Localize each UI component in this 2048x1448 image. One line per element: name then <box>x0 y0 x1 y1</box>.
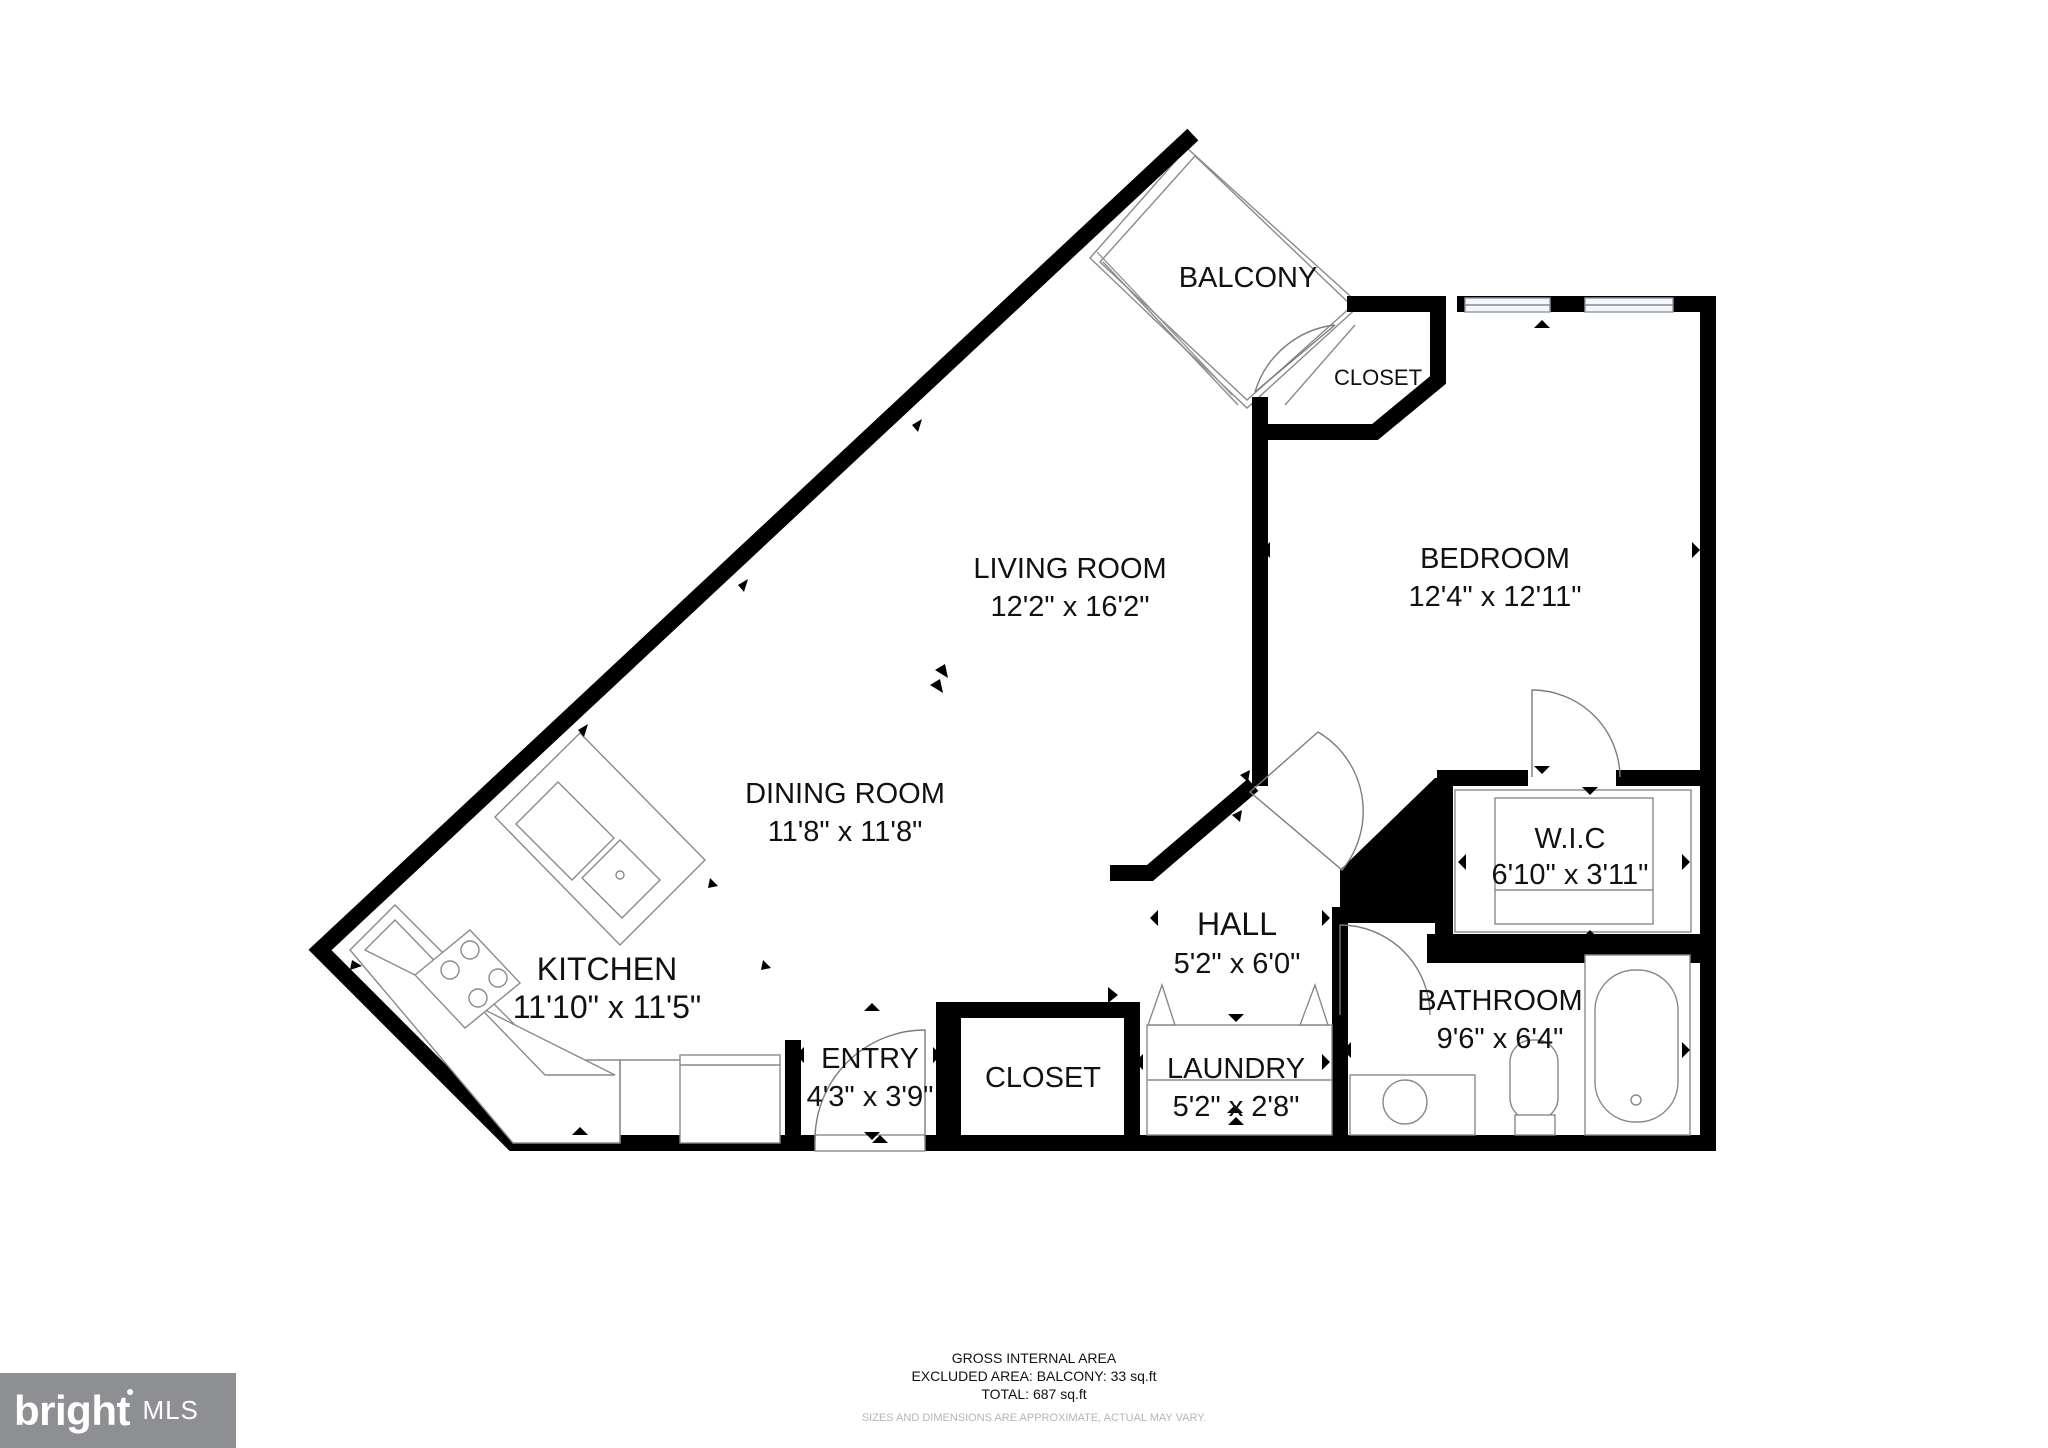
wic-walls <box>1437 689 1708 950</box>
entry-dims: 4'3" x 3'9" <box>807 1081 934 1113</box>
kitchen-counter-edge <box>363 919 616 1076</box>
kitchen-stove <box>413 929 522 1029</box>
kitchen-dims: 11'10" x 11'5" <box>513 989 702 1025</box>
bathroom-label: BATHROOM <box>1417 985 1582 1017</box>
laundry-door-right <box>1298 982 1329 1026</box>
bedroom-partition-walls <box>1110 424 1268 881</box>
laundry-closet-walls <box>936 982 1333 1151</box>
bedroom-dims: 12'4" x 12'11" <box>1408 581 1581 613</box>
bedroom-label: BEDROOM <box>1420 543 1570 575</box>
top-closet-label: CLOSET <box>1334 365 1422 390</box>
kitchen-fixtures <box>349 732 781 1144</box>
entry-closet-label: CLOSET <box>985 1062 1101 1094</box>
toilet-tank <box>1514 1114 1556 1136</box>
wic-door-swing <box>1531 689 1621 778</box>
balcony-door-swing <box>1254 324 1336 393</box>
living-room-label: LIVING ROOM <box>973 553 1166 585</box>
laundry-label: LAUNDRY <box>1167 1053 1305 1085</box>
living-room-dims: 12'2" x 16'2" <box>990 591 1149 623</box>
kitchen-refrigerator <box>679 1054 781 1144</box>
laundry-door-left <box>1147 982 1176 1026</box>
entry-door-swing <box>814 1029 926 1141</box>
logo-swoosh-icon: ● <box>125 1382 135 1399</box>
wic-dims: 6'10" x 3'11" <box>1492 859 1649 891</box>
bathroom-door-swing <box>1339 924 1431 1016</box>
dimension-markers <box>350 320 1700 1145</box>
bright-mls-logo: bright ● MLS <box>0 1373 236 1448</box>
balcony-label: BALCONY <box>1179 262 1318 294</box>
room-labels: BALCONY CLOSET LIVING ROOM 12'2" x 16'2"… <box>513 262 1649 1123</box>
logo-suffix-text: MLS <box>142 1395 199 1425</box>
bedroom-windows <box>1464 297 1674 313</box>
laundry-dims: 5'2" x 2'8" <box>1173 1091 1300 1123</box>
dimensions-disclaimer: SIZES AND DIMENSIONS ARE APPROXIMATE, AC… <box>862 1412 1206 1424</box>
kitchen-island-sink-left <box>515 781 615 881</box>
gross-area-heading: GROSS INTERNAL AREA <box>952 1350 1117 1366</box>
entry-label: ENTRY <box>821 1043 919 1075</box>
bathroom-dims: 9'6" x 6'4" <box>1437 1023 1564 1055</box>
balcony-outline <box>1089 147 1362 409</box>
wic-label: W.I.C <box>1535 823 1606 855</box>
hall-dims: 5'2" x 6'0" <box>1174 948 1301 980</box>
balcony-slider-window <box>1096 251 1233 396</box>
bathroom-walls <box>1332 907 1708 1136</box>
hall-label: HALL <box>1197 906 1277 942</box>
total-area-text: TOTAL: 687 sq.ft <box>981 1386 1086 1402</box>
logo-brand-text: bright <box>14 1386 130 1434</box>
wic-rod-outline <box>1494 797 1654 925</box>
area-summary: GROSS INTERNAL AREA EXCLUDED AREA: BALCO… <box>862 1350 1206 1424</box>
kitchen-label: KITCHEN <box>537 951 677 987</box>
dining-room-label: DINING ROOM <box>745 778 945 810</box>
bedroom-door-swing <box>1248 731 1364 871</box>
bathroom-sink <box>1382 1079 1428 1125</box>
dining-room-dims: 11'8" x 11'8" <box>768 816 923 848</box>
excluded-area-text: EXCLUDED AREA: BALCONY: 33 sq.ft <box>911 1368 1156 1384</box>
